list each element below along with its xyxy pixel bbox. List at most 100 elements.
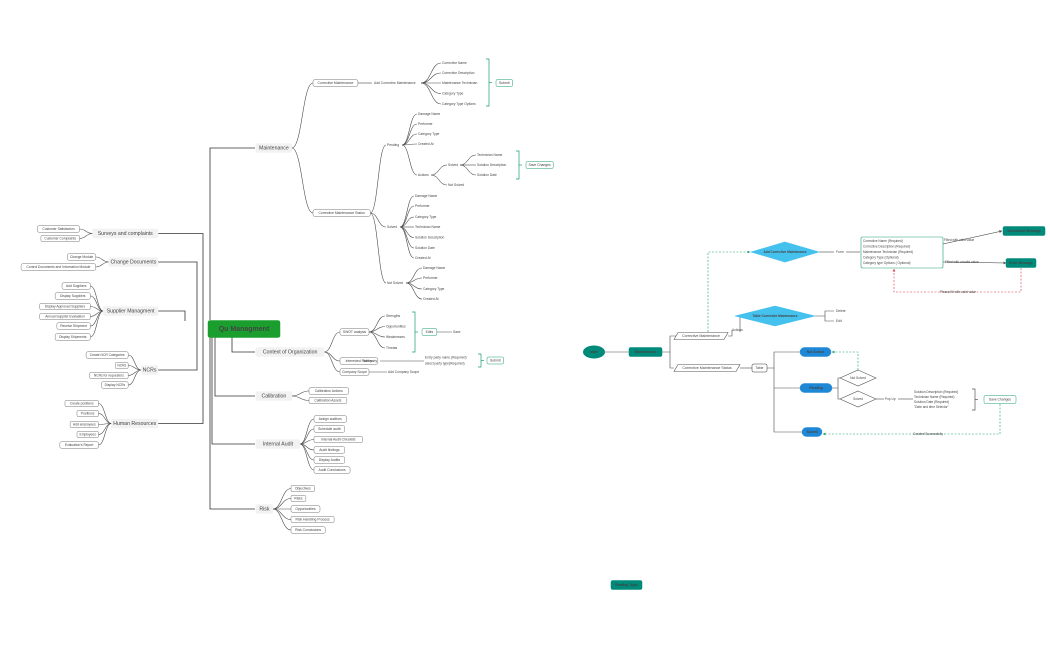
connector-curve — [420, 72, 442, 84]
node-opportunities[interactable]: Opportunities — [290, 505, 321, 513]
node-risks[interactable]: Risks — [290, 495, 307, 502]
node-receive-shipment[interactable]: Receive Shipment — [56, 322, 91, 330]
node-company-scope[interactable]: Company Scope — [339, 368, 370, 376]
flow-form-box[interactable] — [860, 236, 944, 269]
node-positions[interactable]: Positions — [76, 410, 99, 417]
node-edits[interactable]: Edits — [421, 328, 438, 336]
node-customer-complaints[interactable]: Customer Complaints — [40, 235, 80, 242]
node-label: Evaluation's Report — [65, 443, 94, 447]
branch-supplier-managment[interactable]: Supplier Managment — [103, 306, 159, 316]
node-display-shipments[interactable]: Display Shipments — [54, 333, 91, 341]
floating-topic[interactable]: Floating Topic — [610, 580, 643, 590]
diamond-not-solved[interactable]: Not Solved — [839, 369, 877, 387]
group-bracket — [412, 311, 416, 353]
node-control-documents-and-information-module[interactable]: Control Documents and Information Module — [20, 263, 96, 271]
node-box — [89, 372, 129, 379]
flow-maintenance[interactable]: Maintenance — [628, 347, 663, 357]
flow-not-solved[interactable]: Not Solved — [799, 347, 832, 357]
diamond-shape — [734, 305, 816, 327]
node-ncrs[interactable]: NCRs — [115, 362, 129, 369]
connector-curve — [90, 285, 104, 312]
connector-line — [158, 321, 204, 424]
flow-diamond-add-corrective-maintenance[interactable]: Add Corrective Maintenance — [749, 241, 821, 263]
node-box — [290, 505, 321, 513]
branch-calibration[interactable]: Calibration — [255, 391, 292, 401]
node-risk-conclusions[interactable]: Risk Conclusions — [290, 526, 326, 534]
flow-save-changes[interactable]: Save Changes — [983, 395, 1017, 404]
node-customer-satisfaction[interactable]: Customer Satisfaction — [37, 225, 80, 233]
node-box — [255, 439, 301, 449]
start-ellipse — [583, 345, 605, 359]
parallelogram-label: Corrective Maintenance — [682, 334, 720, 338]
branch-internal-audit[interactable]: Internal Audit — [255, 439, 301, 449]
node-label: Supplier Managment — [107, 308, 155, 314]
node-box — [64, 400, 99, 407]
node-calibration-assets[interactable]: Calibration Assets — [308, 397, 348, 404]
node-audit-findings[interactable]: Audit findings — [313, 446, 346, 454]
connector-curve — [324, 351, 341, 362]
node-corrective-maintenance-status[interactable]: Corrective Maintenance Status — [312, 209, 371, 217]
node-save-changes[interactable]: Save Changes — [525, 161, 554, 169]
branch-surveys-and-complaints[interactable]: Surveys and complaints — [92, 228, 159, 239]
node-submit[interactable]: Submit — [495, 79, 513, 87]
node-add-suppliers[interactable]: Add Suppliers — [61, 282, 91, 290]
flow-start[interactable]: start — [583, 345, 605, 359]
label-please-fill-with-valid-value: Please fill with valid value — [940, 290, 976, 294]
branch-change-documents[interactable]: Change Documents — [108, 257, 159, 267]
connector-curve — [420, 62, 442, 84]
connector-curve — [324, 351, 341, 373]
diamond-label: Not Solved — [850, 376, 866, 380]
branch-risk[interactable]: Risk — [255, 504, 274, 514]
label-corrective-description-required: Corrective Description (Required) — [863, 244, 910, 248]
node-interested-parties[interactable]: Interested Parties — [339, 357, 379, 365]
branch-human-resources[interactable]: Human Resources — [111, 418, 159, 429]
diamond-solved[interactable]: Solved — [839, 390, 877, 408]
node-swot-analysis[interactable]: SWOT analysis — [339, 328, 370, 336]
node-display-ncrs[interactable]: Display NCRs — [101, 381, 129, 389]
branch-ncrs[interactable]: NCRs — [140, 365, 159, 375]
flow-solved[interactable]: Solved — [801, 427, 823, 437]
label-actions: Actions — [732, 328, 743, 332]
root-node-qu-managment[interactable]: Qu Managment — [207, 320, 281, 338]
node-change-module[interactable]: Change Module — [67, 253, 96, 261]
flow-diamond-table-corrective-maintenance[interactable]: Table Corrective Maintenance — [734, 305, 816, 327]
connector-curve — [369, 144, 387, 214]
label-select-party-type-required: select party type(Required) — [425, 361, 465, 365]
node-box — [525, 161, 554, 169]
node-display-approved-suppliers[interactable]: Display Approved Suppliers — [39, 303, 91, 310]
node-create-ncr-categories[interactable]: Create NCR Categories — [85, 351, 129, 359]
node-objectives[interactable]: Objectives — [290, 485, 315, 492]
flow-error-message[interactable]: Error Message — [1005, 258, 1037, 268]
parallelogram-label: Corrective Maintenance Status — [682, 366, 731, 370]
node-assign-auditors[interactable]: Assign auditors — [313, 415, 347, 423]
parallelogram-corrective-maintenance-status[interactable]: Corrective Maintenance Status — [673, 364, 741, 372]
node-submit[interactable]: Submit — [486, 356, 504, 365]
node-corrective-maintenance[interactable]: Corrective Maintenance — [312, 79, 359, 87]
node-risk-handling-process[interactable]: Risk Handling Process — [290, 516, 335, 523]
label-strengths: Strengths — [386, 314, 400, 318]
node-display-suppliers[interactable]: Display Suppliers — [54, 292, 91, 300]
flow-table[interactable]: Table — [751, 363, 768, 373]
node-display-audits[interactable]: Display Audits — [313, 456, 346, 464]
node-evaluation-s-report[interactable]: Evaluation's Report — [59, 441, 99, 449]
node-add-employees[interactable]: Add employees — [69, 421, 99, 428]
node-internal-audit-checklist[interactable]: Internal Audit Checklist — [313, 436, 363, 443]
connector-curve — [272, 498, 292, 510]
branch-context-of-organization[interactable]: Context of Organization — [255, 347, 325, 357]
node-calibration-actions[interactable]: Calibration Actions — [308, 387, 349, 395]
node-box — [76, 431, 99, 438]
flow-successful-message[interactable]: Successful Message — [1002, 226, 1046, 236]
flow-pending[interactable]: Pending — [799, 383, 833, 393]
node-schedule-audit[interactable]: Schedule audit — [313, 425, 346, 433]
node-annual-supplier-evaluation[interactable]: Annual Supplier Evaluation — [39, 313, 91, 320]
branch-maintenance[interactable]: Maintenance — [255, 143, 292, 153]
node-audit-conclusions[interactable]: Audit Conclusions — [313, 466, 351, 474]
node-label: Context of Organization — [263, 349, 318, 355]
node-ncrs-for-requesters[interactable]: NCRs for requesters — [89, 372, 129, 379]
node-employees[interactable]: Employees — [76, 431, 99, 438]
parallelogram-corrective-maintenance[interactable]: Corrective Maintenance — [673, 332, 729, 340]
node-create-positions[interactable]: Create positions — [64, 400, 99, 407]
node-box — [85, 351, 129, 359]
node-label: Table — [755, 366, 763, 370]
